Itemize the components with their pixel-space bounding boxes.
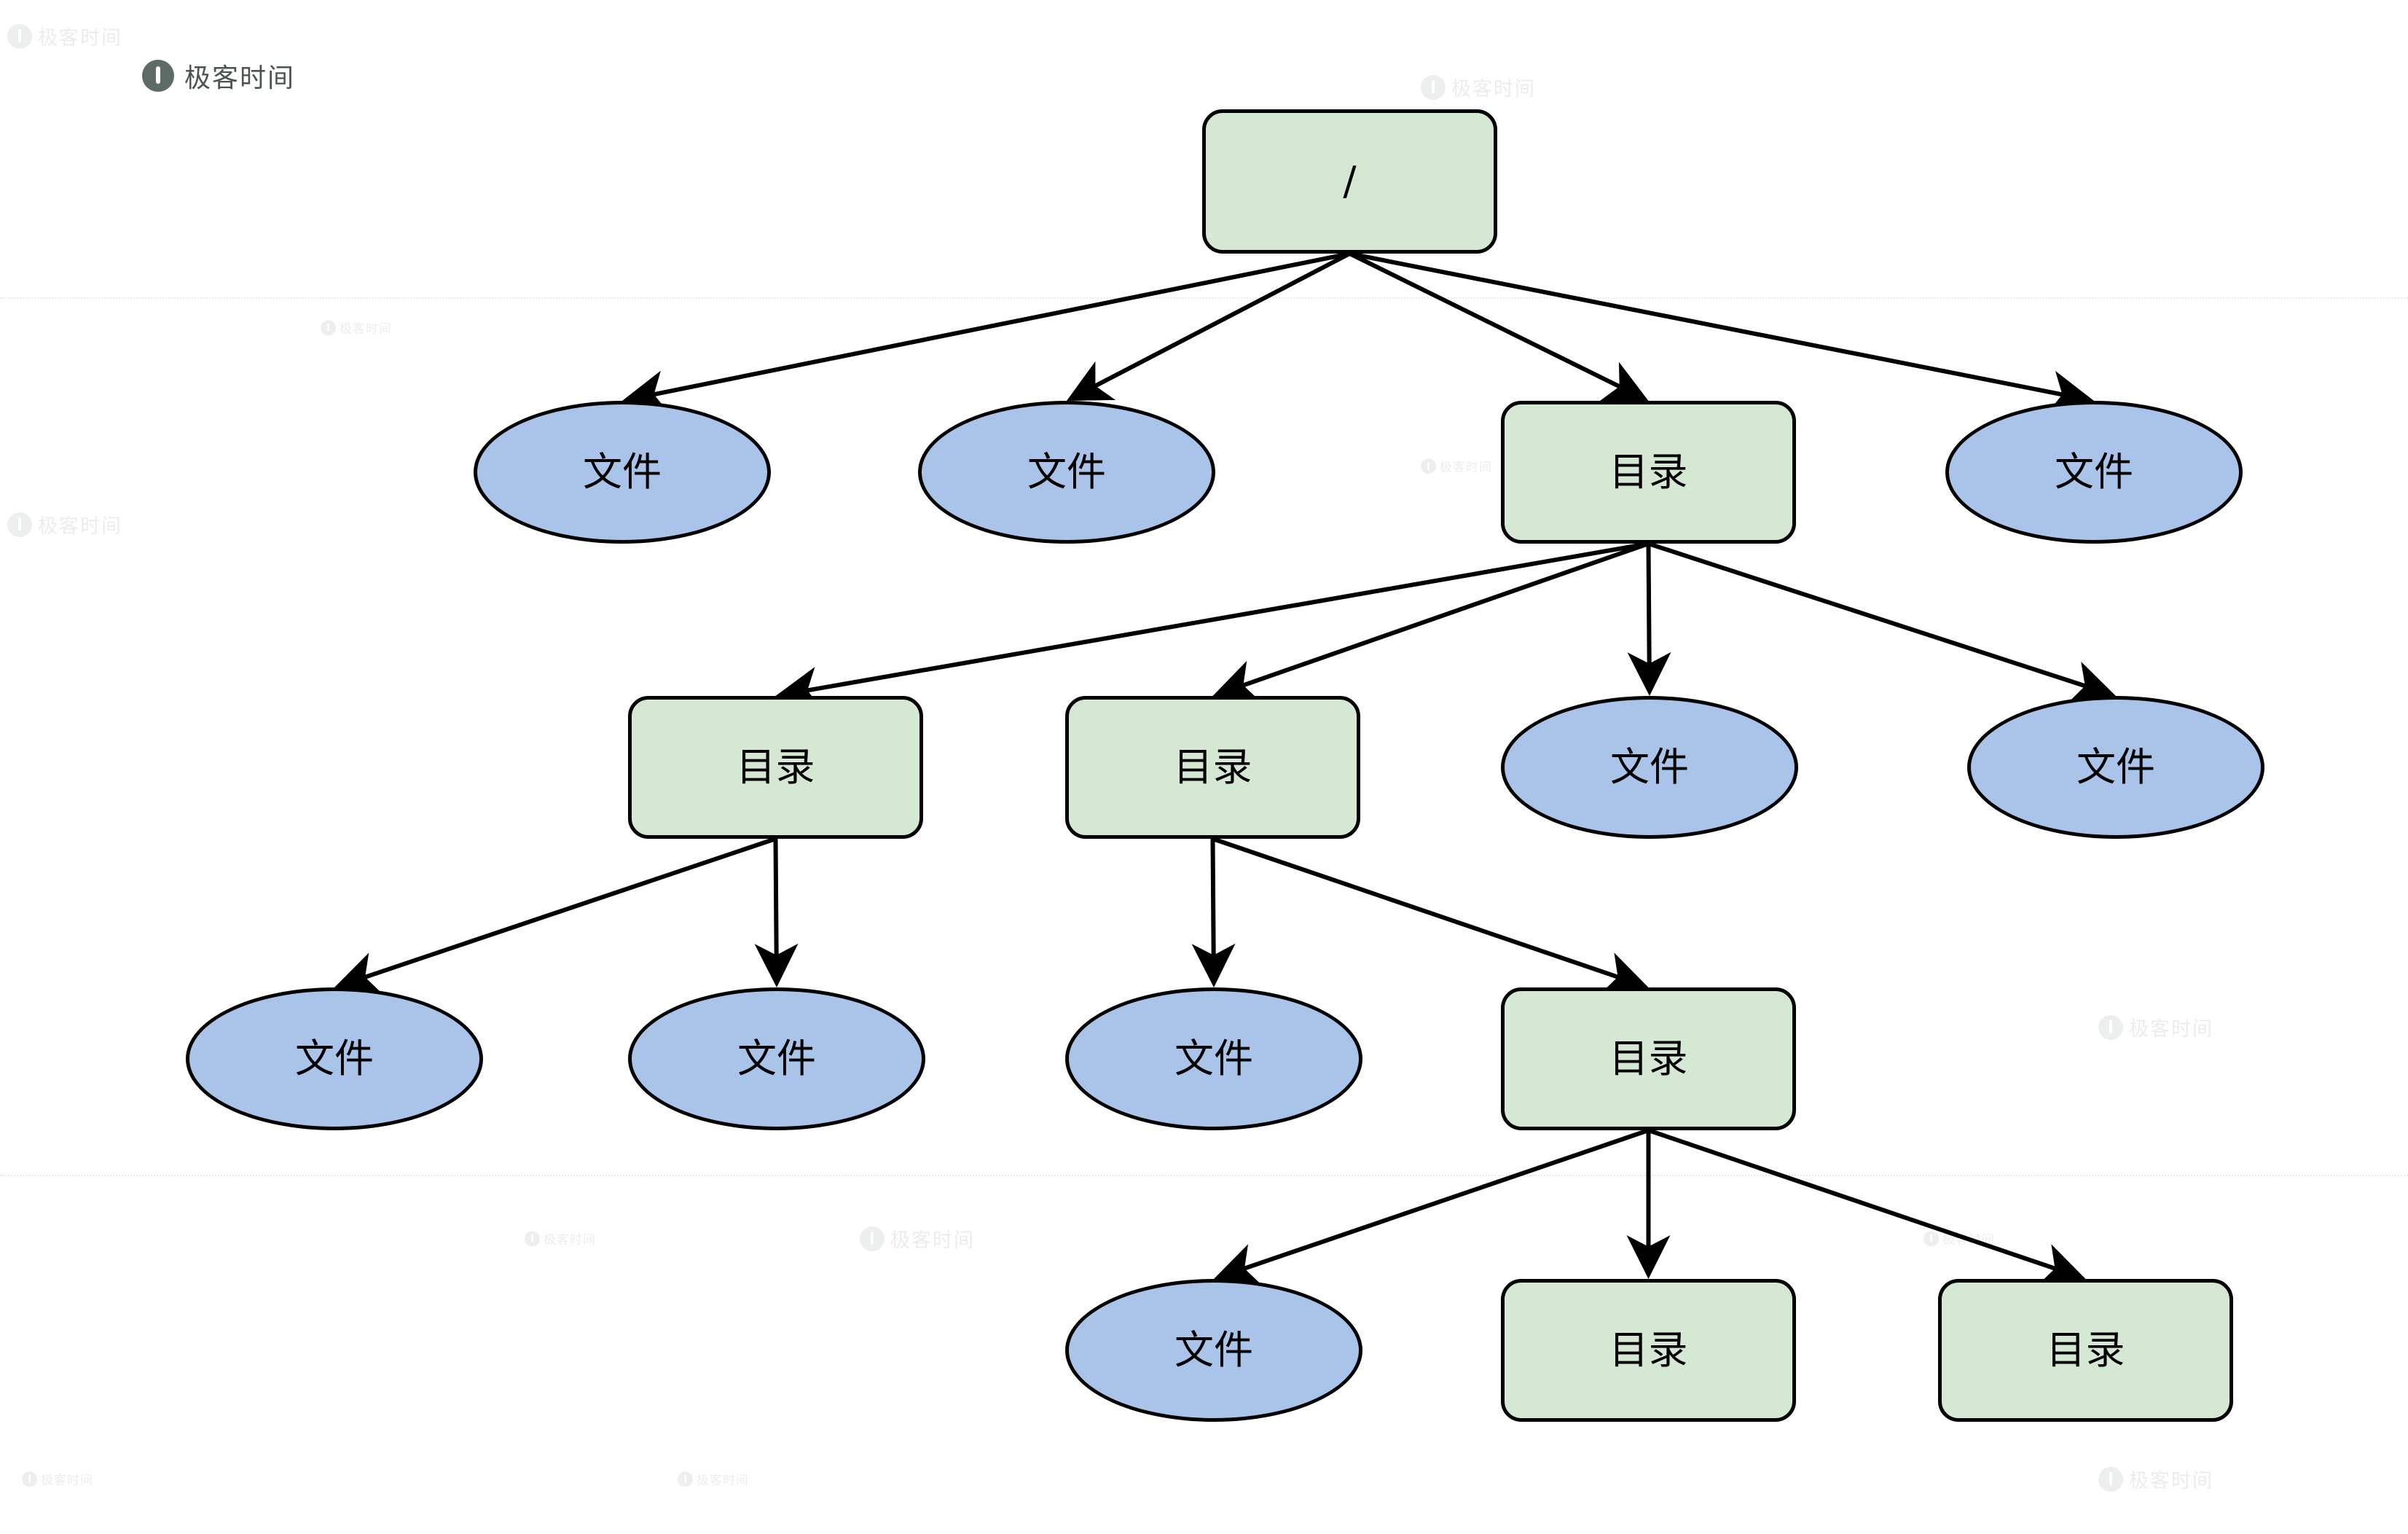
node-label: 文件 <box>1174 1036 1253 1081</box>
node-file[interactable]: 文件 <box>474 401 771 544</box>
brand-name: 极客时间 <box>184 63 296 93</box>
tree-edge <box>1212 837 1649 995</box>
node-label: 目录 <box>1609 1327 1688 1373</box>
tree-edge <box>1627 543 1671 697</box>
node-directory[interactable]: 目录 <box>628 696 923 839</box>
node-file[interactable]: 文件 <box>918 401 1215 544</box>
tree-edge <box>1647 1128 2086 1286</box>
tree-edge <box>1647 541 2117 703</box>
node-file[interactable]: 文件 <box>1501 696 1798 839</box>
node-label: 文件 <box>2076 744 2155 790</box>
node-label: 文件 <box>2055 449 2133 495</box>
tree-edge <box>775 541 1650 711</box>
node-label: 文件 <box>1027 449 1106 495</box>
tree-edge <box>1191 838 1236 987</box>
node-label: 文件 <box>295 1036 374 1081</box>
node-label: 文件 <box>737 1036 816 1081</box>
node-label: 文件 <box>1174 1327 1253 1373</box>
node-label: 目录 <box>736 744 815 790</box>
tree-edge <box>1066 251 1351 402</box>
node-label: 文件 <box>1610 744 1689 790</box>
node-file[interactable]: 文件 <box>1967 696 2264 839</box>
tree-edge <box>1349 251 2095 414</box>
tree-edge <box>1349 251 1649 402</box>
tree-edge <box>754 838 799 987</box>
node-file[interactable]: 文件 <box>628 987 925 1130</box>
tree-edge <box>1213 1128 1650 1285</box>
tree-edge <box>1212 541 1650 703</box>
node-file[interactable]: 文件 <box>186 987 483 1130</box>
node-file[interactable]: 文件 <box>1065 1279 1362 1422</box>
geektime-logo-icon <box>142 60 174 92</box>
tree-edge <box>334 837 777 995</box>
node-label: 目录 <box>1173 744 1252 790</box>
node-directory[interactable]: 目录 <box>1501 401 1796 544</box>
tree-edges <box>334 251 2117 1286</box>
node-label: 目录 <box>2046 1327 2125 1373</box>
node-file[interactable]: 文件 <box>1945 401 2243 544</box>
node-directory[interactable]: / <box>1202 109 1497 254</box>
node-label: 目录 <box>1609 449 1688 495</box>
tree-edge <box>621 251 1351 414</box>
node-file[interactable]: 文件 <box>1065 987 1362 1130</box>
node-label: / <box>1343 158 1357 204</box>
node-directory[interactable]: 目录 <box>1065 696 1360 839</box>
geektime-brand-logo: 极客时间 <box>142 57 295 95</box>
node-directory[interactable]: 目录 <box>1501 987 1796 1130</box>
node-directory[interactable]: 目录 <box>1938 1279 2233 1422</box>
node-directory[interactable]: 目录 <box>1501 1279 1796 1422</box>
node-label: 目录 <box>1609 1036 1688 1081</box>
node-label: 文件 <box>583 449 662 495</box>
